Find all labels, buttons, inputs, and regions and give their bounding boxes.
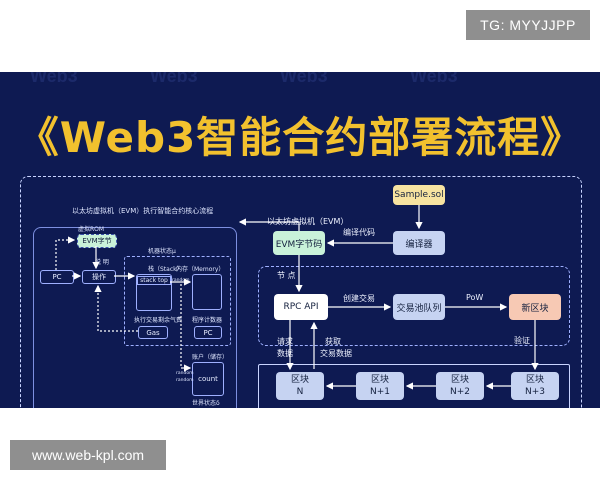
gas-box: Gas: [138, 326, 168, 339]
watermark: Web3: [410, 72, 458, 86]
block-label: 区块: [370, 375, 389, 385]
random-label-1: random: [172, 278, 190, 283]
world-state-label: 世界状态δ: [192, 400, 220, 407]
virtual-rom-label: 虚拟ROM: [78, 226, 105, 233]
evm-core-heading: 以太坊虚拟机（EVM）执行智能合约核心流程: [72, 207, 214, 215]
outer-frame: [20, 176, 582, 408]
create-tx-label: 创建交易: [343, 294, 375, 303]
rpc-api-box: RPC API: [274, 294, 328, 320]
block-index: N+2: [450, 387, 470, 397]
compile-code-label: 编译代码: [343, 228, 375, 237]
watermark: Web3: [150, 72, 198, 86]
memory-box: [192, 274, 222, 310]
flow-arrows: [55, 205, 539, 390]
random-label-2: random: [176, 371, 194, 376]
evm-bytecode-box: EVM字节: [77, 234, 117, 248]
new-block-box: 新区块: [509, 294, 561, 320]
block-index: N+3: [525, 387, 545, 397]
gas-available-label: 执行交易剩余气费: [134, 317, 183, 324]
program-counter-label: 程序计数器: [192, 317, 223, 324]
request-label-1: 请求: [277, 337, 293, 346]
evm-label: 以太坊虚拟机（EVM）: [267, 217, 349, 226]
node-frame: [258, 266, 570, 346]
block-n1-box: 区块 N+1: [356, 372, 404, 400]
node-label: 节 点: [277, 271, 296, 280]
chain-frame: [258, 364, 570, 408]
fetch-label-2: 交易数据: [320, 349, 352, 358]
block-index: N: [296, 387, 304, 397]
fetch-label-1: 获取: [325, 337, 341, 346]
sample-sol-box: Sample.sol: [393, 185, 445, 205]
machine-state-frame: [124, 256, 231, 346]
website-badge: www.web-kpl.com: [10, 440, 166, 470]
block-label: 区块: [525, 375, 544, 385]
tx-pool-box: 交易池队列: [393, 294, 445, 320]
evm-bytecode-main-box: EVM字节码: [273, 231, 325, 255]
page-title: 《Web3智能合约部署流程》: [16, 113, 584, 162]
machine-state-label: 机器状态μ: [148, 248, 176, 255]
block-index: N+1: [370, 387, 390, 397]
memory-label: 内存（Memory）: [176, 266, 225, 273]
pc-box: PC: [40, 270, 74, 284]
compiler-box: 编译器: [393, 231, 445, 255]
block-label: 区块: [290, 375, 309, 385]
account-label: 账户（储存）: [192, 354, 229, 361]
request-label-2: 数据: [277, 349, 293, 358]
block-n-box: 区块 N: [276, 372, 324, 400]
block-n2-box: 区块 N+2: [436, 372, 484, 400]
stack-top-label: stack top: [137, 276, 171, 285]
explain-label: 说 明: [95, 259, 109, 266]
operation-box: 操作: [82, 270, 116, 284]
watermark: Web3: [30, 72, 78, 86]
count-box: count: [192, 362, 224, 396]
pow-label: PoW: [466, 293, 484, 302]
watermark: Web3: [280, 72, 328, 86]
evm-container: [33, 227, 237, 408]
block-label: 区块: [450, 375, 469, 385]
diagram-panel: Web3 Web3 Web3 Web3 《Web3智能合约部署流程》 以太坊虚拟…: [0, 72, 600, 408]
pc2-box: PC: [194, 326, 222, 339]
block-n3-box: 区块 N+3: [511, 372, 559, 400]
telegram-badge: TG: MYYJJPP: [466, 10, 590, 40]
stack-label: 栈（Stack）: [148, 266, 183, 273]
verify-label: 验证: [514, 336, 530, 345]
random-label-3: random: [176, 378, 194, 383]
stack-box: stack top: [136, 274, 172, 311]
